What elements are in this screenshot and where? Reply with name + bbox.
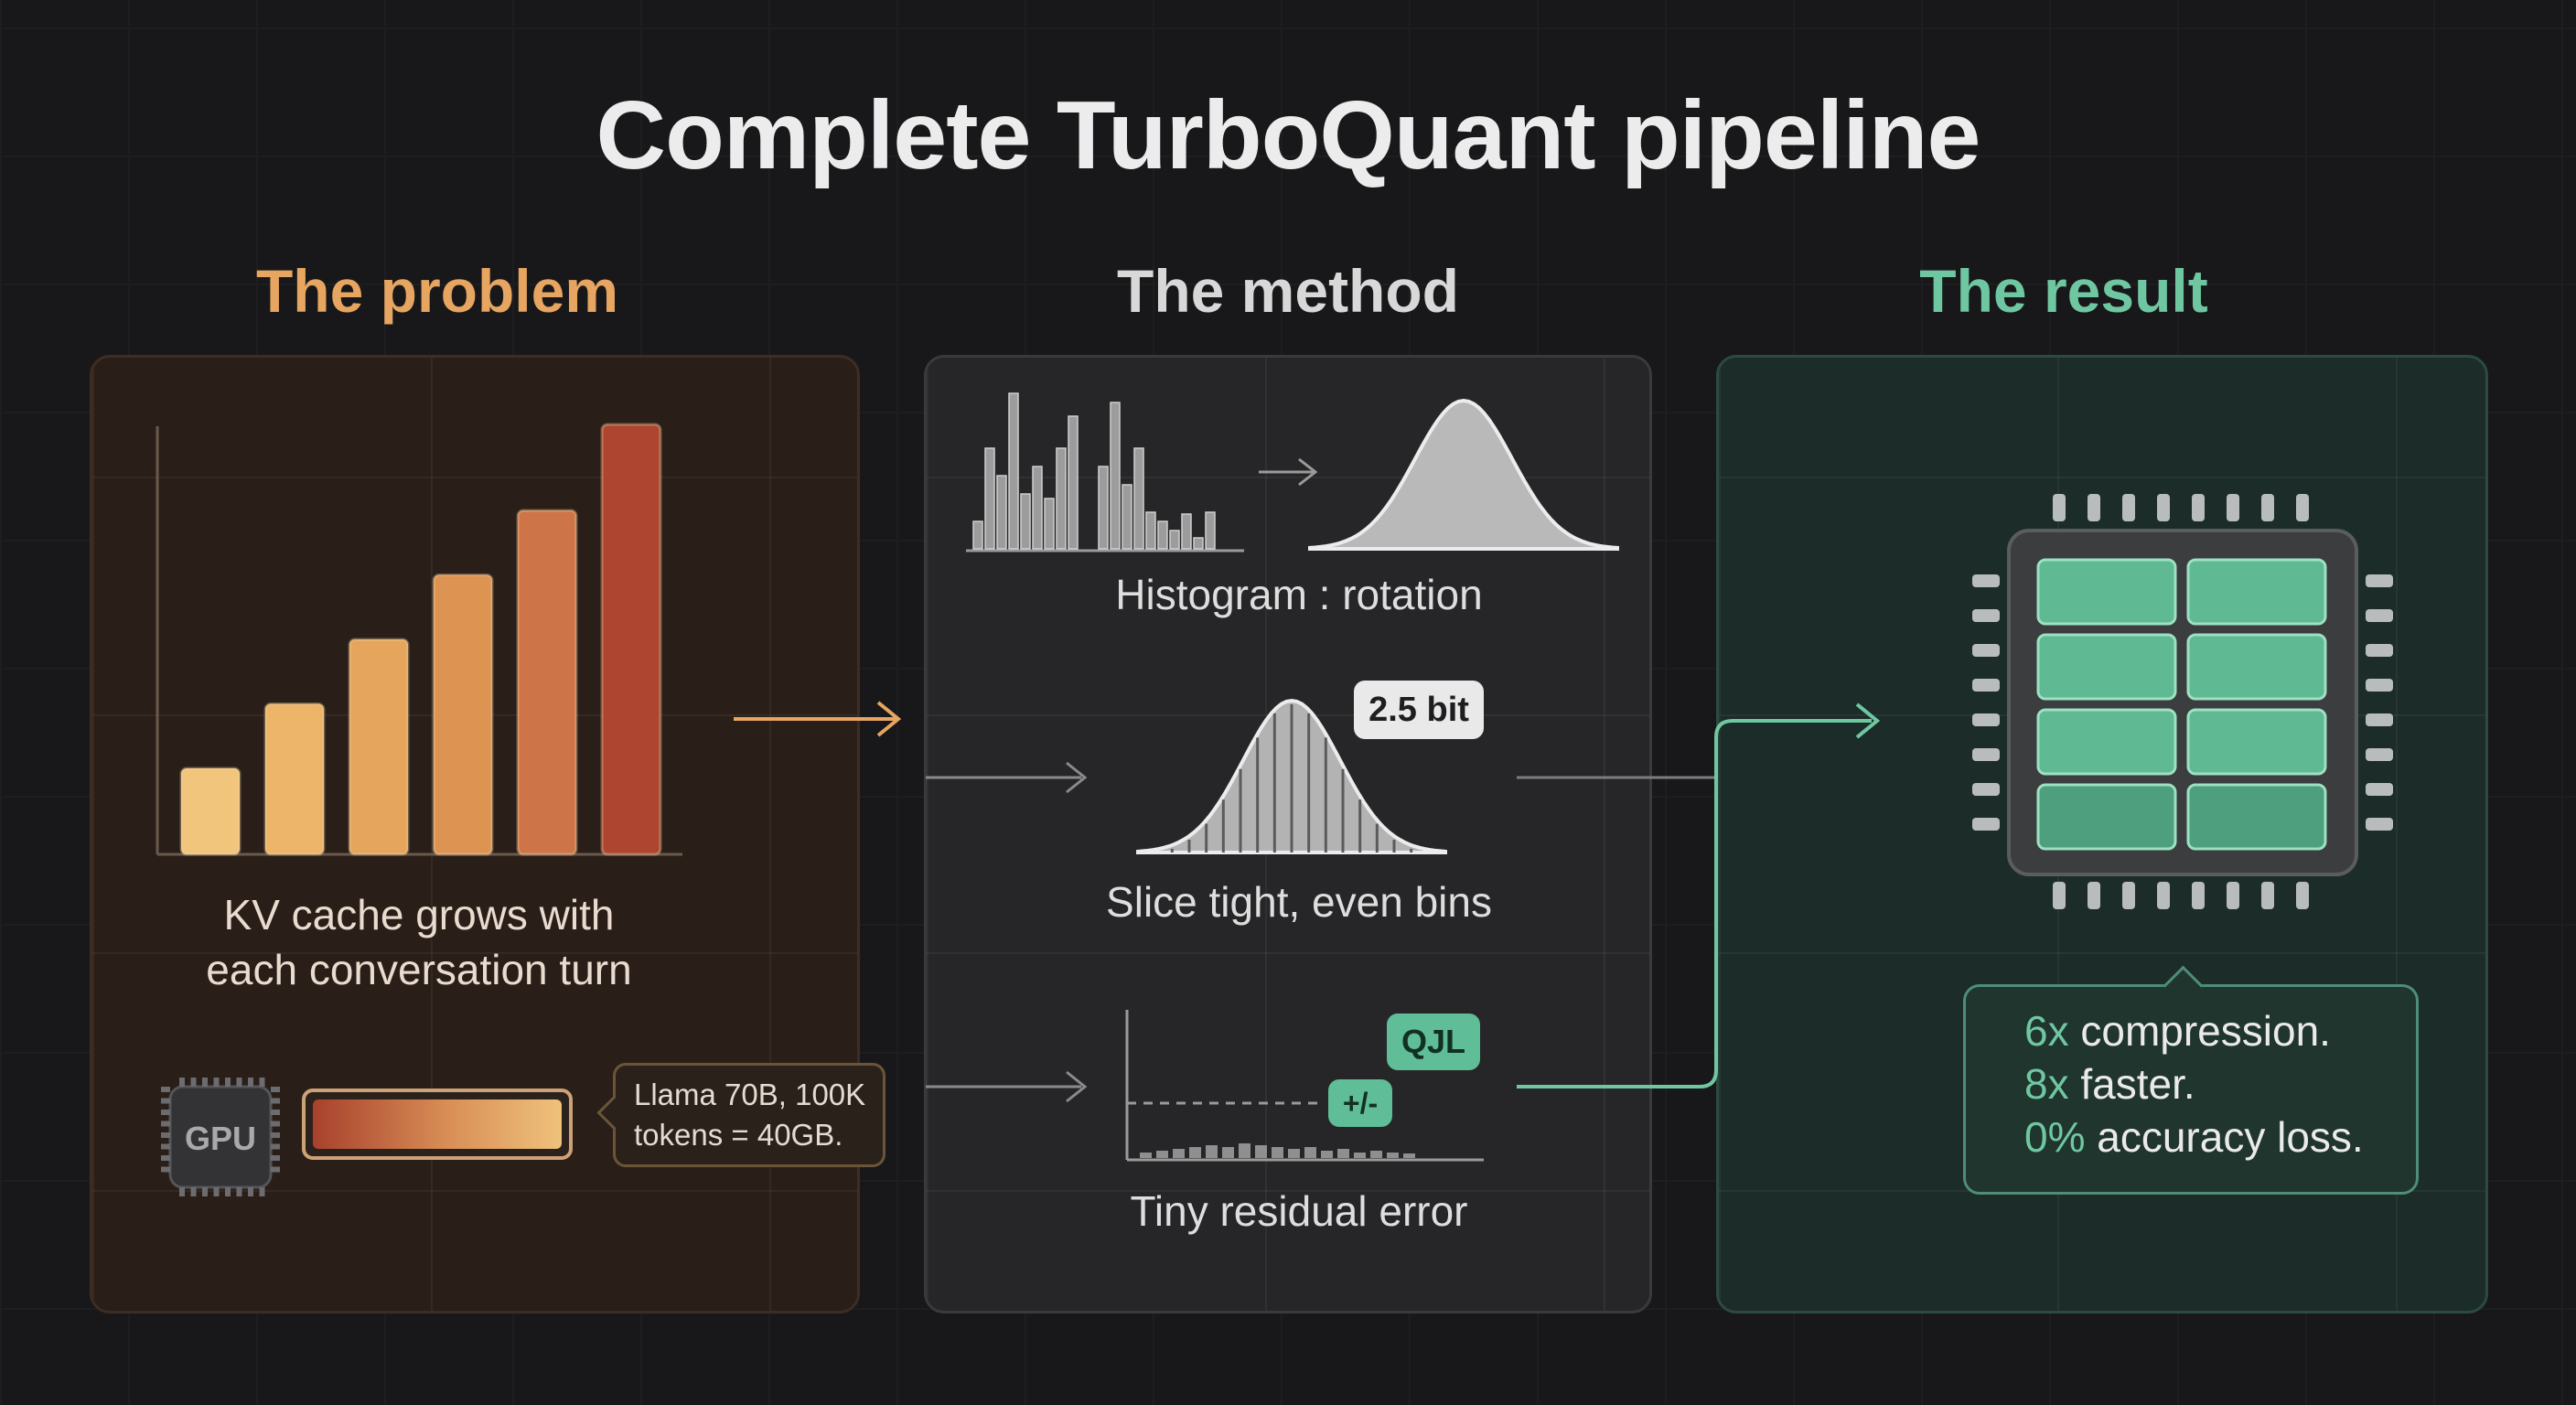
tooltip-line1: Llama 70B, 100K [634,1078,866,1111]
sign-badge: +/- [1328,1079,1392,1127]
problem-bar [432,574,494,856]
result-stats-callout: 6x compression. 8x faster. 0% accuracy l… [1963,984,2419,1195]
qjl-badge: QJL [1387,1014,1480,1070]
model-size-tooltip: Llama 70B, 100K tokens = 40GB. [613,1063,886,1167]
step2-caption: Slice tight, even bins [1106,878,1492,926]
rotated-distribution-curve [1308,398,1619,551]
step1-caption: Histogram : rotation [1115,571,1483,618]
bit-badge: 2.5 bit [1354,681,1484,739]
stat-speed: 8x faster. [2024,1060,2195,1108]
arrow-right-icon [1855,702,1881,739]
memory-usage-fill [313,1099,562,1149]
tooltip-line2: tokens = 40GB. [634,1118,843,1152]
problem-caption-line1: KV cache grows with [223,891,615,938]
processor-chip-icon [1972,494,2393,909]
stat-accuracy: 0% accuracy loss. [2024,1113,2364,1161]
problem-bar [348,638,410,856]
method-heading: The method [1117,257,1459,325]
problem-heading: The problem [255,257,619,325]
gpu-chip-icon [161,1078,280,1196]
residual-error-chart [1140,1143,1415,1158]
problem-bar-group [179,423,662,856]
problem-caption-line2: each conversation turn [206,946,632,993]
stat-compression: 6x compression. [2024,1007,2331,1055]
result-connector [1517,719,1872,1089]
step3-caption: Tiny residual error [1130,1187,1468,1235]
result-heading: The result [1919,257,2208,325]
page-title: Complete TurboQuant pipeline [596,81,1981,189]
histogram-chart [972,392,1216,550]
problem-bar [263,702,326,856]
problem-bar [600,423,662,856]
gpu-label: GPU [184,1120,256,1157]
problem-bar [516,509,578,856]
problem-bar [179,767,242,856]
